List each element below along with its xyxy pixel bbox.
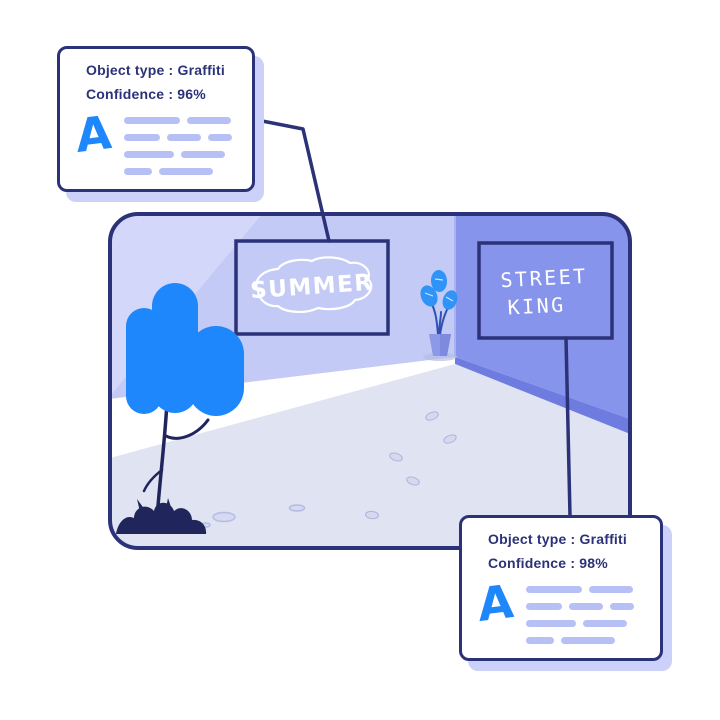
placeholder-text-lines	[123, 113, 238, 175]
plant-pot-shade	[440, 334, 451, 356]
right-wall	[455, 214, 630, 419]
placeholder-bar	[166, 134, 201, 141]
tree-trunk	[156, 400, 169, 508]
footprints	[365, 411, 457, 520]
placeholder-bar	[180, 151, 225, 158]
floor	[110, 364, 630, 548]
graffiti-letter-icon: A	[74, 104, 114, 164]
graffiti-bubble-outline	[255, 256, 373, 313]
plant-leaves	[420, 270, 458, 310]
placeholder-bar	[186, 117, 231, 124]
detection-card-bottom-text: Object type : Graffiti Confidence : 98%	[462, 518, 660, 570]
placeholder-row	[525, 637, 646, 644]
placeholder-bar	[568, 603, 603, 610]
detection-card-bottom: Object type : Graffiti Confidence : 98% …	[459, 515, 663, 661]
placeholder-bar	[123, 151, 174, 158]
street-graffiti-line2: KING	[507, 293, 566, 320]
placeholder-row	[123, 168, 238, 175]
right-wall-base-shadow	[455, 357, 630, 434]
placeholder-row	[123, 151, 238, 158]
placeholder-bar	[588, 586, 633, 593]
placeholder-bar	[609, 603, 634, 610]
placeholder-bar	[158, 168, 213, 175]
placeholder-bar	[525, 620, 576, 627]
detection-card-top: Object type : Graffiti Confidence : 96% …	[57, 46, 255, 192]
placeholder-bar	[123, 134, 160, 141]
street-king-graffiti-frame: STREET KING	[477, 241, 614, 340]
placeholder-bar	[207, 134, 232, 141]
connector-line-top	[255, 118, 331, 243]
confidence-label: Confidence : 96%	[86, 86, 206, 102]
potted-plant	[420, 270, 458, 361]
placeholder-row	[525, 586, 646, 593]
detection-card-top-text: Object type : Graffiti Confidence : 96%	[60, 49, 252, 101]
plant-leaf-slits	[424, 278, 454, 302]
scene-border	[108, 212, 632, 550]
street-graffiti-line1: STREET	[500, 264, 588, 293]
placeholder-bar	[123, 168, 152, 175]
confidence-label: Confidence : 98%	[488, 555, 608, 571]
detection-card-top-body: A	[60, 104, 252, 175]
stones	[201, 504, 306, 528]
plant-shadow	[423, 353, 457, 361]
object-type-label: Object type : Graffiti	[488, 531, 627, 547]
tree-illustration	[126, 283, 244, 508]
placeholder-bar	[582, 620, 627, 627]
graffiti-letter-icon: A	[476, 573, 516, 633]
tree-branch-right	[164, 418, 210, 440]
placeholder-row	[525, 620, 646, 627]
placeholder-bar	[525, 637, 554, 644]
placeholder-row	[525, 603, 646, 610]
placeholder-row	[123, 117, 238, 124]
bush-illustration	[116, 498, 207, 534]
placeholder-text-lines	[525, 582, 646, 644]
room-interior: SUMMER STREET KING	[110, 214, 630, 548]
tree-branch-left	[142, 468, 164, 493]
detection-card-bottom-body: A	[462, 573, 660, 644]
connector-line-bottom	[564, 336, 572, 518]
placeholder-bar	[525, 603, 562, 610]
placeholder-row	[123, 134, 238, 141]
placeholder-bar	[525, 586, 582, 593]
placeholder-bar	[123, 117, 180, 124]
tree-foliage	[126, 283, 244, 416]
object-type-label: Object type : Graffiti	[86, 62, 225, 78]
placeholder-bar	[560, 637, 615, 644]
